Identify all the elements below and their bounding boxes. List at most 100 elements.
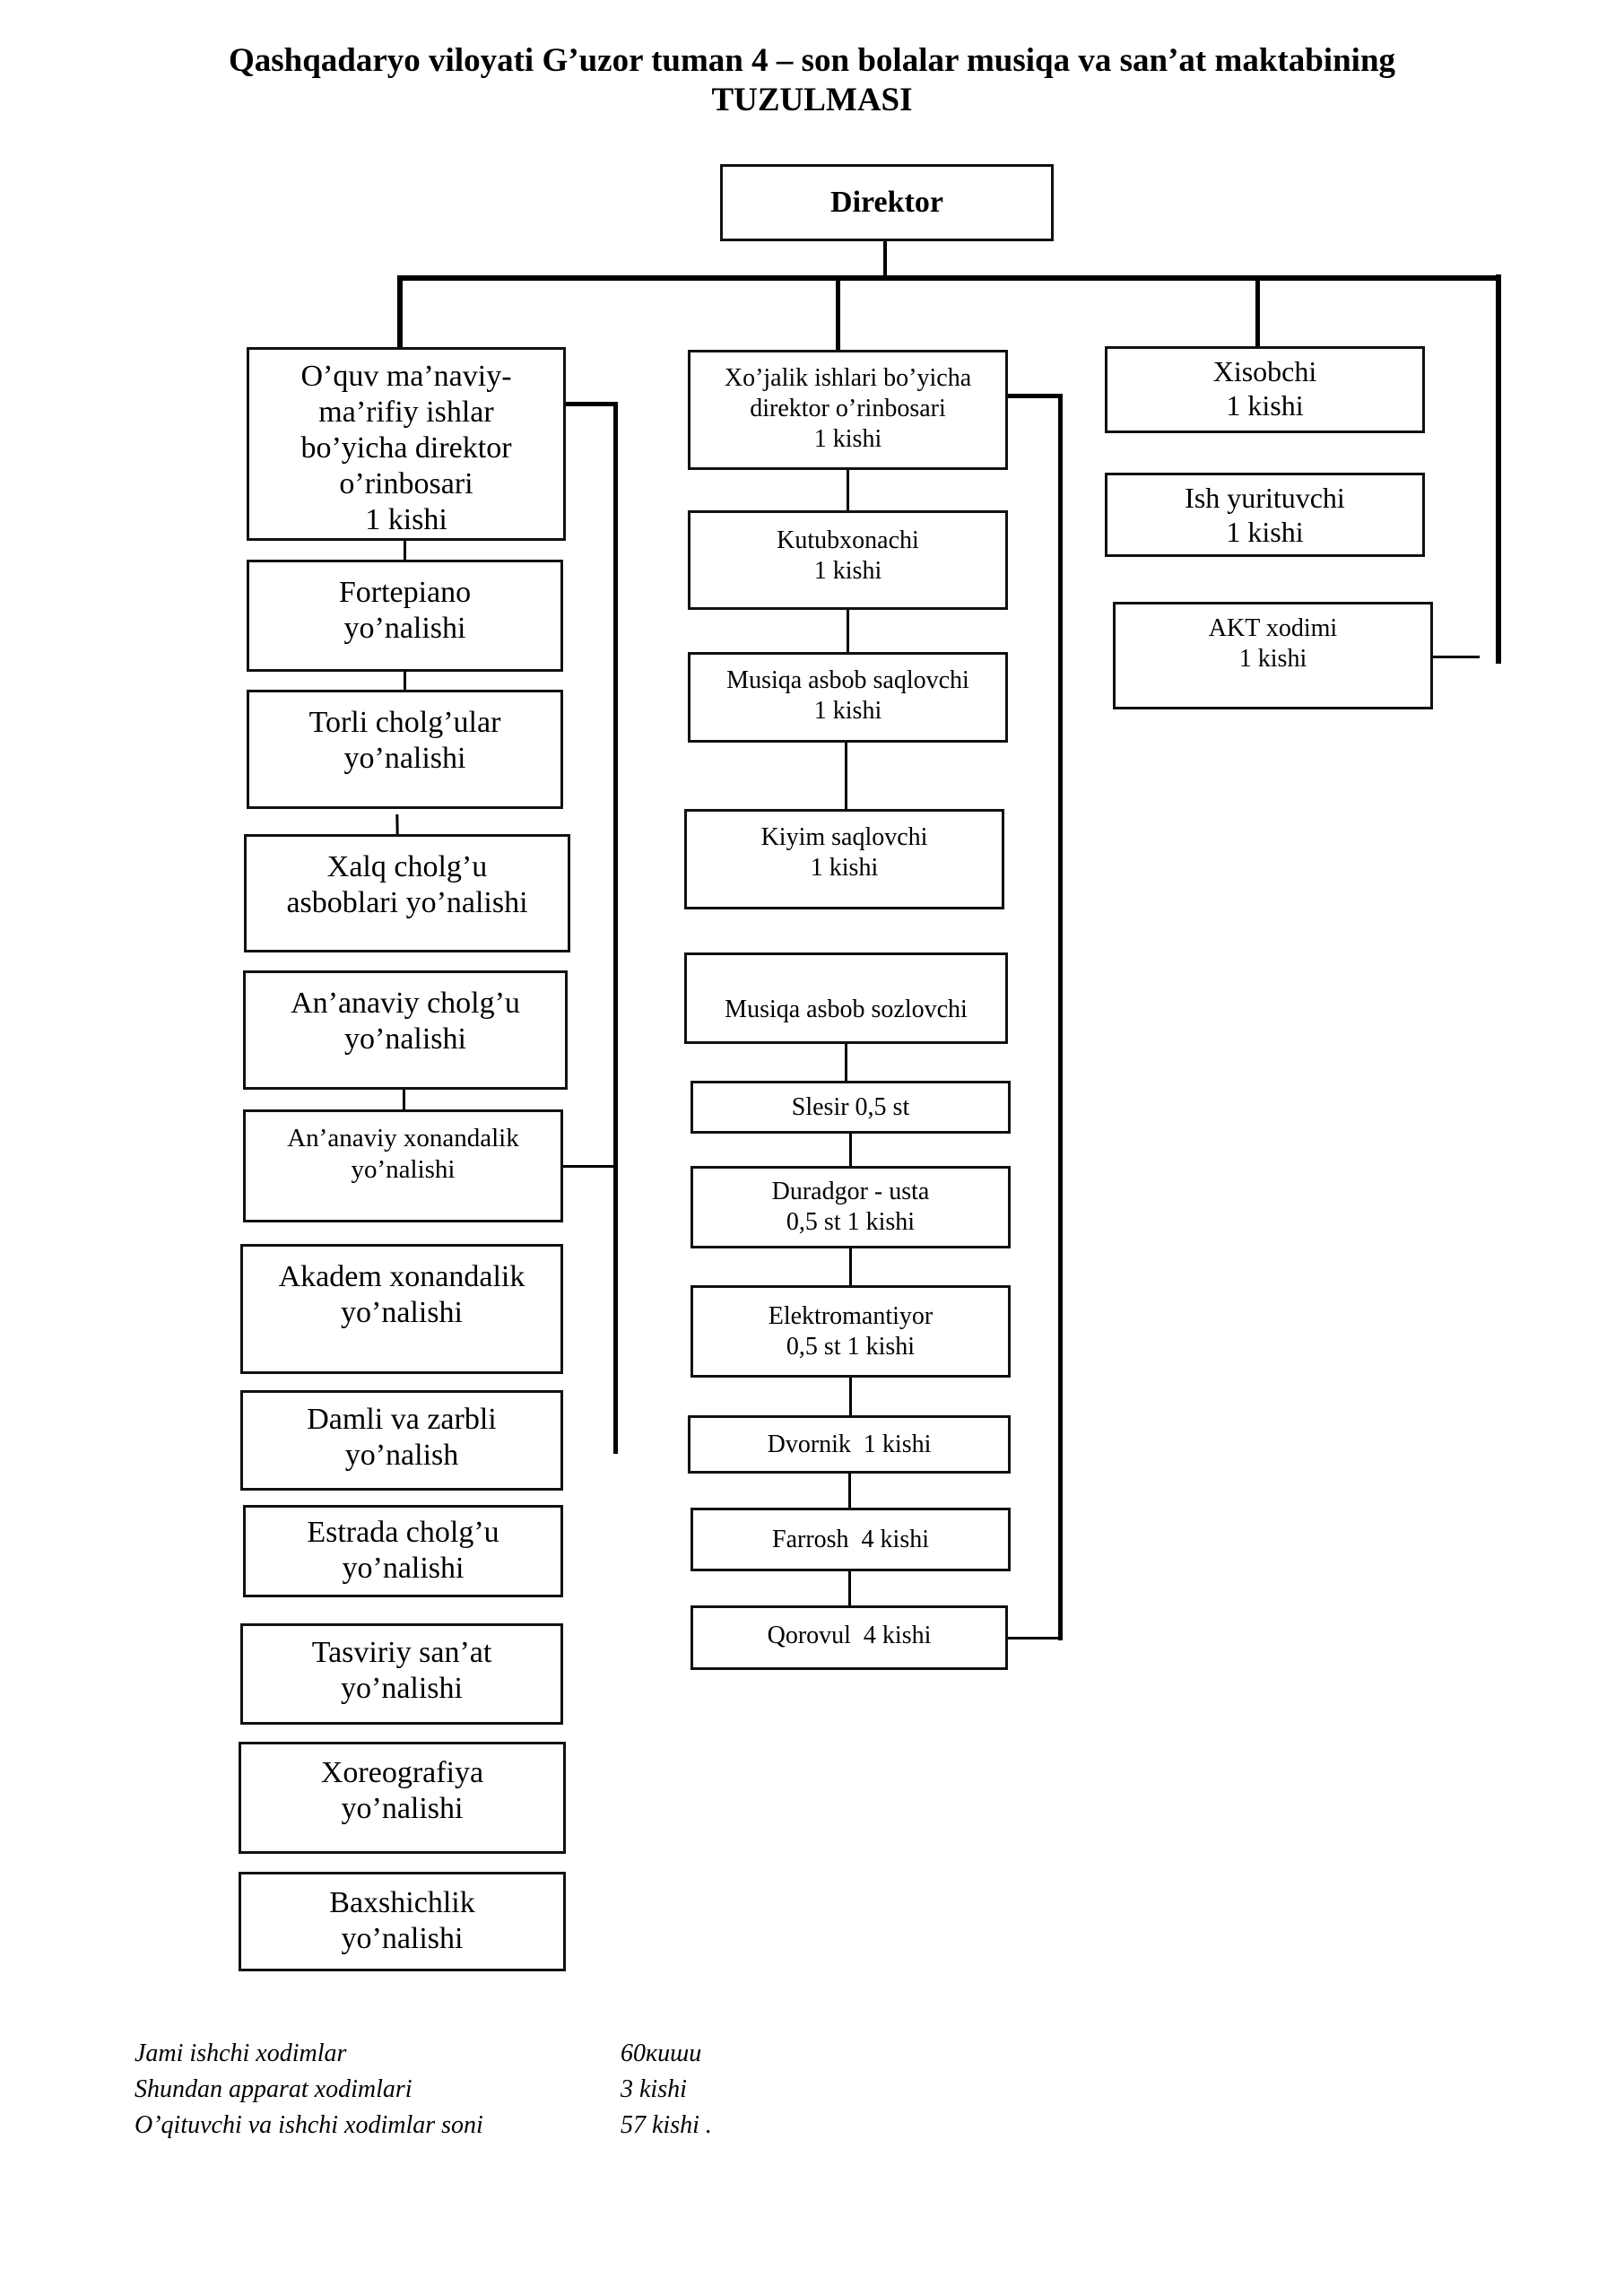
box-line: 1 kishi — [1238, 645, 1307, 673]
connector-line — [845, 743, 847, 809]
box-line: Duradgor - usta — [771, 1178, 930, 1205]
left-bracket-top — [566, 402, 616, 406]
box-line: 1 kishi — [365, 503, 447, 536]
box-line: An’anaviy xonandalik — [287, 1124, 519, 1152]
staff-kiyim-saqlovchi: Kiyim saqlovchi 1 kishi — [684, 809, 1004, 909]
box-line: yo’nalishi — [341, 1922, 464, 1955]
connector-line — [845, 1044, 847, 1081]
footer-teachers-value: 57 kishi . — [621, 2111, 712, 2139]
department-baxshichlik: Baxshichlik yo’nalishi — [239, 1872, 566, 1971]
connector-line — [847, 610, 849, 652]
box-line: 1 kishi — [1226, 516, 1304, 548]
connector-line — [849, 1248, 852, 1285]
box-line: Damli va zarbli — [307, 1403, 497, 1436]
deputy-education-box: O’quv ma’naviy- ma’rifiy ishlar bo’yicha… — [247, 347, 566, 541]
staff-akt-xodimi: AKT xodimi 1 kishi — [1113, 602, 1433, 709]
left-bracket-vertical — [613, 402, 618, 1454]
box-line: Kutubxonachi — [777, 526, 919, 554]
box-line: yo’nalishi — [341, 1296, 463, 1329]
middle-bracket-vertical — [1058, 394, 1063, 1640]
connector-line — [849, 1378, 852, 1415]
akt-connector-line — [1433, 656, 1480, 658]
box-line: Xoreografiya — [320, 1756, 484, 1789]
connector-line — [849, 1134, 852, 1166]
connector-line — [403, 1090, 405, 1109]
box-line: Elektromantiyor — [768, 1301, 934, 1330]
box-line: Xo’jalik ishlari bo’yicha — [724, 364, 972, 392]
box-line: yo’nalishi — [341, 1672, 463, 1705]
staff-qorovul: Qorovul 4 kishi — [690, 1605, 1008, 1670]
box-line: yo’nalishi — [351, 1155, 456, 1184]
box-line: yo’nalishi — [341, 1792, 464, 1825]
staff-ish-yurituvchi: Ish yurituvchi 1 kishi — [1105, 473, 1425, 557]
box-line: Farrosh 4 kishi — [772, 1525, 929, 1553]
middle-bracket-bottom — [1008, 1637, 1062, 1639]
box-line: Akadem xonandalik — [278, 1260, 525, 1293]
box-line: 1 kishi — [813, 557, 882, 585]
box-line: asboblari yo’nalishi — [286, 886, 528, 919]
department-fortepiano: Fortepiano yo’nalishi — [247, 560, 563, 672]
box-line: o’rinbosari — [339, 467, 473, 500]
box-line: Xalq cholg’u — [326, 850, 488, 883]
department-damli-zarbli: Damli va zarbli yo’nalish — [240, 1390, 563, 1491]
staff-farrosh: Farrosh 4 kishi — [690, 1508, 1011, 1571]
box-line: Kiyim saqlovchi — [760, 823, 928, 851]
middle-branch-line — [836, 278, 840, 350]
box-line: AKT xodimi — [1208, 614, 1338, 642]
staff-dvornik: Dvornik 1 kishi — [688, 1415, 1011, 1474]
box-line: Dvornik 1 kishi — [767, 1430, 932, 1458]
department-xoreografiya: Xoreografiya yo’nalishi — [239, 1742, 566, 1854]
staff-kutubxonachi: Kutubxonachi 1 kishi — [688, 510, 1008, 610]
connector-line — [847, 470, 849, 510]
box-line: 1 kishi — [813, 425, 882, 453]
connector-line — [404, 672, 406, 690]
deputy-household-box: Xo’jalik ishlari bo’yicha direktor o’rin… — [688, 350, 1008, 470]
box-line: direktor o’rinbosari — [750, 395, 946, 422]
box-line: 1 kishi — [810, 854, 879, 882]
box-line: 1 kishi — [813, 697, 882, 725]
staff-musiqa-asbob-sozlovchi: Musiqa asbob sozlovchi — [684, 952, 1008, 1044]
staff-slesir: Slesir 0,5 st — [690, 1081, 1011, 1134]
box-line: O’quv ma’naviy- — [300, 360, 512, 393]
right-branch-line — [1255, 278, 1260, 347]
box-line: yo’nalishi — [343, 742, 466, 775]
department-estrada-cholgu: Estrada cholg’u yo’nalishi — [243, 1505, 563, 1597]
connector-line — [848, 1571, 851, 1605]
box-line: 0,5 st 1 kishi — [786, 1208, 916, 1236]
chart-title: Qashqadaryo viloyati G’uzor tuman 4 – so… — [228, 42, 1396, 79]
footer-total-value: 60киши — [621, 2039, 702, 2067]
box-line: yo’nalishi — [344, 1022, 466, 1056]
left-bracket-stub — [563, 1165, 615, 1168]
staff-duradgor: Duradgor - usta 0,5 st 1 kishi — [690, 1166, 1011, 1248]
department-ananaviy-cholgu: An’anaviy cholg’u yo’nalishi — [243, 970, 568, 1090]
box-line: Estrada cholg’u — [307, 1516, 499, 1549]
department-xalq-cholgu: Xalq cholg’u asboblari yo’nalishi — [244, 834, 570, 952]
box-line: Fortepiano — [338, 576, 472, 609]
box-line: yo’nalishi — [343, 612, 466, 645]
box-line: bo’yicha direktor — [300, 431, 512, 465]
box-line: Torli cholg’ular — [308, 706, 501, 739]
director-box: Direktor — [720, 164, 1054, 241]
box-line: Qorovul 4 kishi — [767, 1622, 932, 1649]
box-line: 1 kishi — [1226, 389, 1304, 422]
footer-admin-value: 3 kishi — [621, 2075, 687, 2103]
chart-subtitle: TUZULMASI — [711, 82, 913, 118]
box-line: Musiqa asbob sozlovchi — [725, 996, 968, 1023]
staff-elektromantiyor: Elektromantiyor 0,5 st 1 kishi — [690, 1285, 1011, 1378]
footer-teachers-label: O’qituvchi va ishchi xodimlar soni — [135, 2111, 483, 2139]
left-branch-line — [397, 278, 403, 348]
box-line: Xisobchi — [1212, 355, 1317, 387]
box-line: Baxshichlik — [329, 1886, 475, 1919]
box-line: yo’nalish — [344, 1439, 459, 1472]
box-line: yo’nalishi — [342, 1552, 465, 1585]
box-line: 0,5 st 1 kishi — [786, 1332, 916, 1361]
department-tasviriy-sanat: Tasviriy san’at yo’nalishi — [240, 1623, 563, 1725]
connector-line — [848, 1474, 851, 1508]
footer-total-label: Jami ishchi xodimlar — [135, 2039, 347, 2067]
middle-bracket-top — [1008, 394, 1062, 398]
footer-admin-label: Shundan apparat xodimlari — [135, 2075, 413, 2103]
department-torli-cholgular: Torli cholg’ular yo’nalishi — [247, 690, 563, 809]
department-ananaviy-xonandalik: An’anaviy xonandalik yo’nalishi — [243, 1109, 563, 1222]
staff-musiqa-asbob-saqlovchi: Musiqa asbob saqlovchi 1 kishi — [688, 652, 1008, 743]
department-akadem-xonandalik: Akadem xonandalik yo’nalishi — [240, 1244, 563, 1374]
